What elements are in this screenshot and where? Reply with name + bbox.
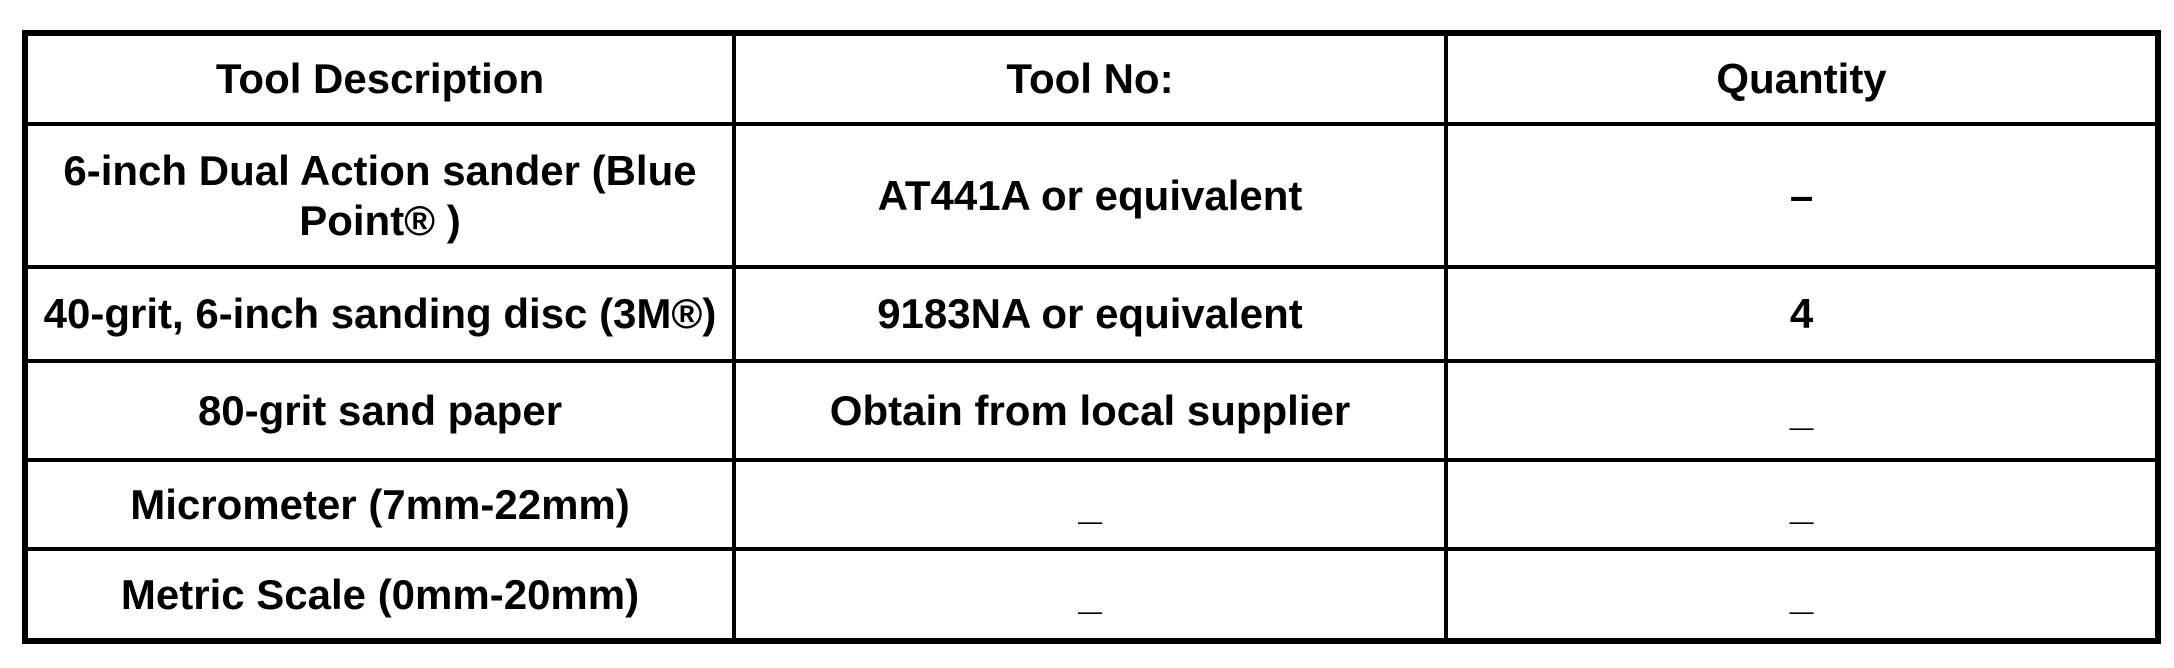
column-header-quantity: Quantity	[1444, 31, 2160, 126]
cell-description: 6-inch Dual Action sander (Blue Point® )	[23, 122, 736, 269]
cell-description: Micrometer (7mm-22mm)	[23, 458, 736, 551]
cell-description: Metric Scale (0mm-20mm)	[23, 547, 736, 643]
table-row-sander: 6-inch Dual Action sander (Blue Point® )…	[23, 122, 2160, 269]
cell-quantity: _	[1444, 547, 2160, 643]
cell-tool-no: 9183NA or equivalent	[732, 265, 1448, 363]
table-row-sand-paper: 80-grit sand paper Obtain from local sup…	[23, 359, 2160, 462]
table-header-row: Tool Description Tool No: Quantity	[23, 31, 2160, 126]
table-row-metric-scale: Metric Scale (0mm-20mm) _ _	[23, 547, 2160, 643]
table-row-sanding-disc: 40-grit, 6-inch sanding disc (3M®) 9183N…	[23, 265, 2160, 363]
cell-quantity: 4	[1444, 265, 2160, 363]
cell-quantity: –	[1444, 122, 2160, 269]
cell-tool-no: AT441A or equivalent	[732, 122, 1448, 269]
cell-tool-no: _	[732, 547, 1448, 643]
cell-description: 40-grit, 6-inch sanding disc (3M®)	[23, 265, 736, 363]
cell-description: 80-grit sand paper	[23, 359, 736, 462]
column-header-tool-no: Tool No:	[732, 31, 1448, 126]
cell-quantity: _	[1444, 458, 2160, 551]
column-header-tool-description: Tool Description	[23, 31, 736, 126]
cell-quantity: _	[1444, 359, 2160, 462]
cell-tool-no: Obtain from local supplier	[732, 359, 1448, 462]
cell-tool-no: _	[732, 458, 1448, 551]
table-row-micrometer: Micrometer (7mm-22mm) _ _	[23, 458, 2160, 551]
tool-list-table: Tool Description Tool No: Quantity 6-inc…	[22, 30, 2161, 644]
